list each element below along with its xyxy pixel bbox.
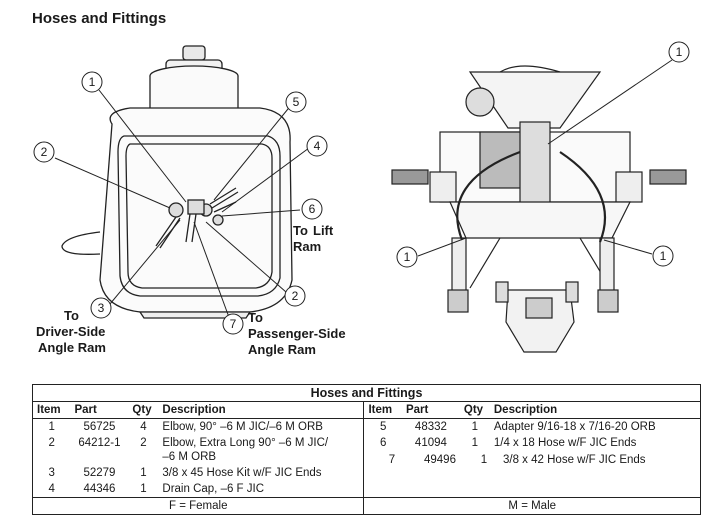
table-title: Hoses and Fittings: [32, 384, 701, 402]
reservoir-illustration: [61, 45, 293, 319]
callout-2b: 2: [284, 285, 306, 307]
cell-description: Elbow, Extra Long 90° –6 M JIC/ –6 M ORB: [158, 435, 364, 465]
empty-cell: [402, 481, 460, 498]
svg-text:2: 2: [41, 145, 48, 159]
cell-part: 44346: [83, 483, 116, 495]
table-row: 2 64212-1 2 Elbow, Extra Long 90° –6 M J…: [32, 435, 701, 465]
cell-part: 56725: [83, 421, 116, 433]
callout-right-1c: 1: [652, 245, 674, 267]
cell-part: 48332: [414, 421, 447, 433]
empty-cell: [460, 481, 490, 498]
cell-qty: 4: [140, 421, 147, 433]
description-line-2: –6 M ORB: [162, 451, 217, 463]
callout-1: 1: [81, 71, 103, 93]
cell-qty: 1: [471, 437, 479, 449]
row-7-overlay: 7 49496 1 3/8 x 42 Hose w/F JIC Ends: [373, 453, 701, 467]
callout-right-1a: 1: [668, 41, 690, 63]
empty-cell: [363, 481, 402, 498]
callout-3: 3: [90, 297, 112, 319]
cell-part: 52279: [83, 467, 116, 479]
table-row: 1 56725 4 Elbow, 90° –6 M JIC/–6 M ORB 5…: [32, 418, 701, 435]
empty-cell: [402, 465, 460, 481]
cell-description: Adapter 9/16-18 x 7/16-20 ORB: [489, 418, 701, 435]
left-callouts: 1 2 3 4 5 6 7 2: [33, 71, 328, 335]
cell-item: 4: [32, 481, 71, 498]
passenger-label-1: To: [248, 310, 263, 325]
hoses-diagram: 1 2 3 4 5 6 7 2 To Lift Ram To Driver-Si…: [33, 41, 690, 357]
svg-text:1: 1: [676, 45, 683, 59]
svg-text:4: 4: [314, 139, 321, 153]
cell-item: 3: [32, 465, 71, 481]
header-qty: Qty: [128, 401, 159, 419]
cell-description: 3/8 x 42 Hose w/F JIC Ends: [503, 454, 646, 466]
cell-description: 1/4 x 18 Hose w/F JIC Ends 3/8 x 42 Hose …: [489, 435, 701, 465]
table-row: 3 52279 1 3/8 x 45 Hose Kit w/F JIC Ends: [32, 465, 701, 481]
header-item-2: Item: [363, 401, 402, 419]
empty-cell: [460, 465, 490, 481]
table-row: 4 44346 1 Drain Cap, –6 F JIC: [32, 481, 701, 498]
callout-4: 4: [306, 135, 328, 157]
frame-illustration: [391, 65, 687, 353]
cell-item: 2: [32, 435, 71, 465]
cell-qty: 2: [140, 437, 147, 449]
right-callouts: 1 1 1: [396, 41, 690, 268]
callout-6: 6: [301, 198, 323, 220]
description-line-1: Elbow, Extra Long 90° –6 M JIC/: [162, 437, 329, 449]
cell-part: 64212-1: [78, 437, 121, 449]
callout-right-1b: 1: [396, 246, 418, 268]
cell-qty: 1: [140, 483, 147, 495]
header-item: Item: [32, 401, 71, 419]
svg-text:3: 3: [98, 301, 105, 315]
passenger-label-2: Passenger-Side: [248, 326, 346, 341]
empty-cell: [363, 465, 402, 481]
callout-2: 2: [33, 141, 55, 163]
footnote-female: F = Female: [31, 497, 365, 515]
cell-item: 5: [363, 418, 402, 435]
cell-item: 7: [388, 454, 396, 466]
cell-item: 6: [363, 435, 402, 465]
svg-text:1: 1: [660, 249, 667, 263]
empty-cell: [489, 481, 701, 498]
driver-label-3: Angle Ram: [38, 340, 106, 355]
header-qty-2: Qty: [459, 401, 490, 419]
cell-qty: 1: [480, 454, 488, 466]
header-part: Part: [70, 401, 129, 419]
header-description: Description: [158, 401, 364, 419]
svg-text:6: 6: [309, 202, 316, 216]
cell-part: 41094: [414, 437, 447, 449]
lift-ram-label-1: To: [293, 223, 308, 238]
callout-5: 5: [285, 91, 307, 113]
empty-cell: [489, 465, 701, 481]
left-labels: To Lift Ram To Driver-Side Angle Ram To …: [36, 223, 346, 357]
cell-qty: 1: [471, 421, 479, 433]
description-line-1: 1/4 x 18 Hose w/F JIC Ends: [493, 437, 637, 449]
lift-ram-label-2: Lift: [313, 223, 334, 238]
cell-description: 3/8 x 45 Hose Kit w/F JIC Ends: [162, 467, 322, 479]
header-description-2: Description: [489, 401, 701, 419]
passenger-label-3: Angle Ram: [248, 342, 316, 357]
right-leader-lines: [417, 59, 673, 257]
parts-table: Hoses and Fittings Item Part Qty Descrip…: [31, 384, 701, 515]
cell-qty: 1: [140, 467, 147, 479]
lift-ram-label-3: Ram: [293, 239, 321, 254]
svg-text:2: 2: [292, 289, 299, 303]
driver-label-2: Driver-Side: [36, 324, 105, 339]
svg-text:1: 1: [89, 75, 96, 89]
cell-item: 1: [32, 418, 71, 435]
svg-text:7: 7: [230, 317, 237, 331]
footnote-male: M = Male: [363, 497, 701, 515]
svg-text:5: 5: [293, 95, 300, 109]
driver-label-1: To: [64, 308, 79, 323]
left-leader-lines: [54, 89, 310, 321]
table-footer: F = Female M = Male: [31, 497, 701, 515]
header-part-2: Part: [401, 401, 460, 419]
svg-text:1: 1: [404, 250, 411, 264]
table-header-row: Item Part Qty Description Item Part Qty …: [32, 401, 701, 419]
cell-description: Drain Cap, –6 F JIC: [162, 483, 265, 495]
page-title: Hoses and Fittings: [32, 10, 167, 27]
callout-7: 7: [222, 313, 244, 335]
cell-part: 49496: [424, 454, 456, 466]
cell-description: Elbow, 90° –6 M JIC/–6 M ORB: [162, 421, 323, 433]
